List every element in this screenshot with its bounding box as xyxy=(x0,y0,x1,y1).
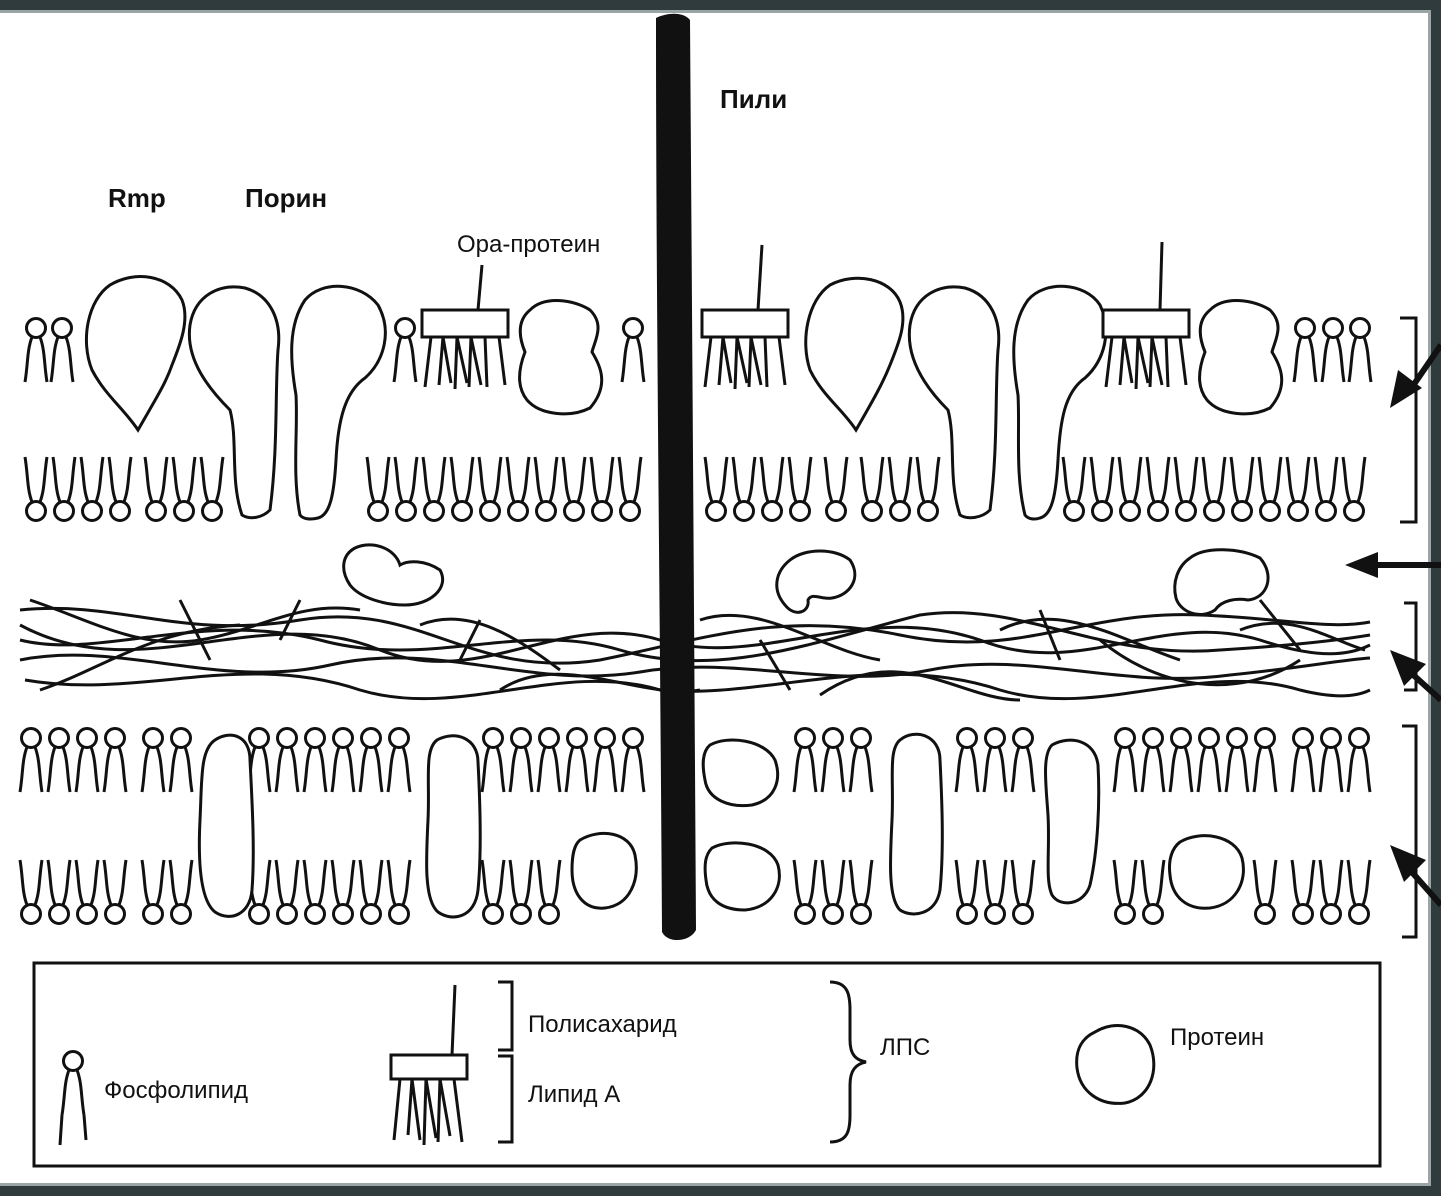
porin-protein-3 xyxy=(909,287,998,518)
right-brackets xyxy=(1400,318,1416,937)
cyto-protein-7 xyxy=(1046,740,1099,903)
lps-block-1 xyxy=(422,310,508,337)
legend-lps-label: ЛПС xyxy=(880,1034,930,1061)
cyto-protein-4 xyxy=(703,740,777,806)
rmp-protein xyxy=(86,277,185,430)
porin-protein-4 xyxy=(1014,286,1106,519)
legend-protein-label: Протеин xyxy=(1170,1024,1264,1051)
legend-box: Фосфолипид Полисахарид Липид А ЛПС Проте… xyxy=(34,963,1380,1166)
outer-protein-kidney-1 xyxy=(520,301,602,414)
legend-protein-icon xyxy=(1077,1026,1154,1104)
label-porin: Порин xyxy=(245,183,327,213)
cyto-protein-5 xyxy=(705,843,779,910)
legend-lipid-a-label: Липид А xyxy=(528,1081,620,1108)
peptidoglycan-layer xyxy=(20,600,1370,700)
lps-block-3 xyxy=(1103,310,1189,337)
label-rmp: Rmp xyxy=(108,183,166,213)
label-opa-protein: Ора-протеин xyxy=(457,231,600,258)
cyto-protein-8 xyxy=(1169,836,1243,909)
cyto-protein-6 xyxy=(890,734,942,914)
periplasmic-proteins xyxy=(344,545,1268,615)
rmp-protein-right xyxy=(806,278,903,430)
lps-block-2 xyxy=(702,310,788,337)
cyto-protein-2 xyxy=(427,736,481,917)
label-pili: Пили xyxy=(720,84,787,114)
cyto-protein-3 xyxy=(572,833,636,908)
outer-protein-kidney-2 xyxy=(1200,301,1282,414)
outer-membrane xyxy=(25,242,1371,521)
phospholipid-outer-inner-leaflet xyxy=(25,457,1365,521)
legend-phospholipid-label: Фосфолипид xyxy=(104,1077,248,1104)
cyto-protein-1 xyxy=(199,735,253,916)
pilus xyxy=(656,14,696,940)
legend-polysaccharide-label: Полисахарид xyxy=(528,1011,677,1038)
